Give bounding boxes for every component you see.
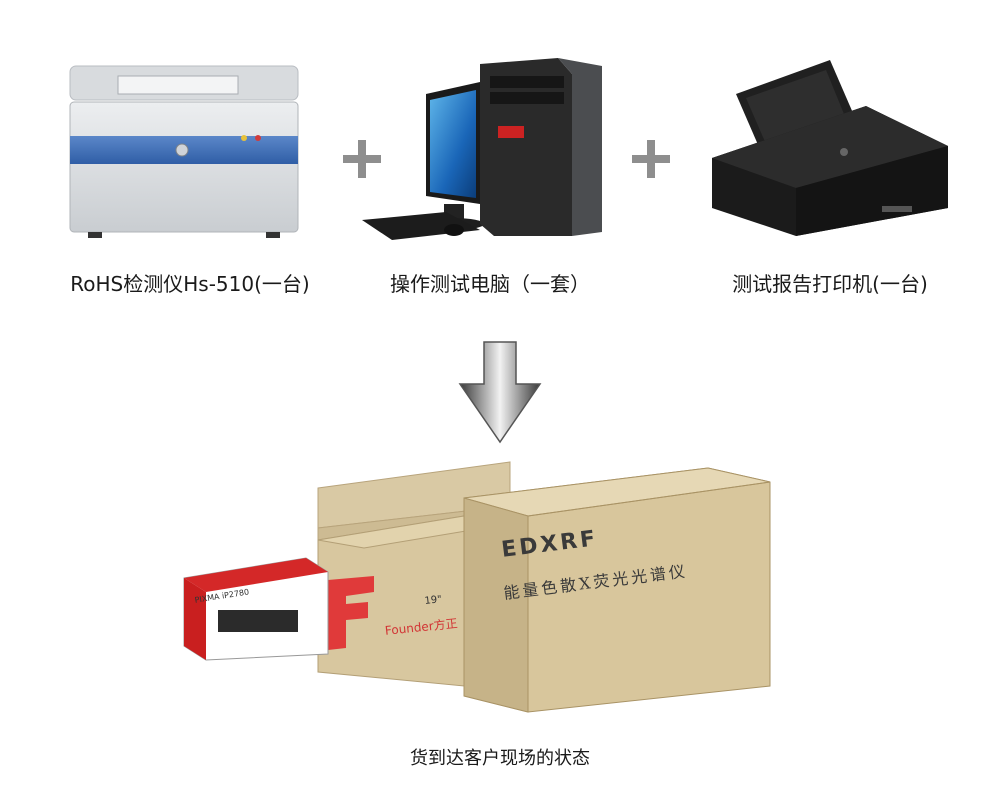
computer-image — [358, 54, 608, 244]
down-arrow-icon — [456, 340, 544, 444]
item-label-analyzer: RoHS检测仪Hs-510(一台) — [70, 272, 310, 296]
rohs-analyzer-image — [68, 62, 300, 242]
monitor-box-size: 19" — [424, 594, 443, 607]
delivery-caption: 货到达客户现场的状态 — [410, 748, 590, 769]
plus-icon — [630, 138, 672, 180]
packaged-boxes-image — [178, 450, 778, 720]
printer-image — [706, 58, 956, 240]
plus-icon — [341, 138, 383, 180]
item-label-computer: 操作测试电脑（一套） — [390, 272, 590, 296]
item-label-printer: 测试报告打印机(一台) — [732, 272, 928, 296]
